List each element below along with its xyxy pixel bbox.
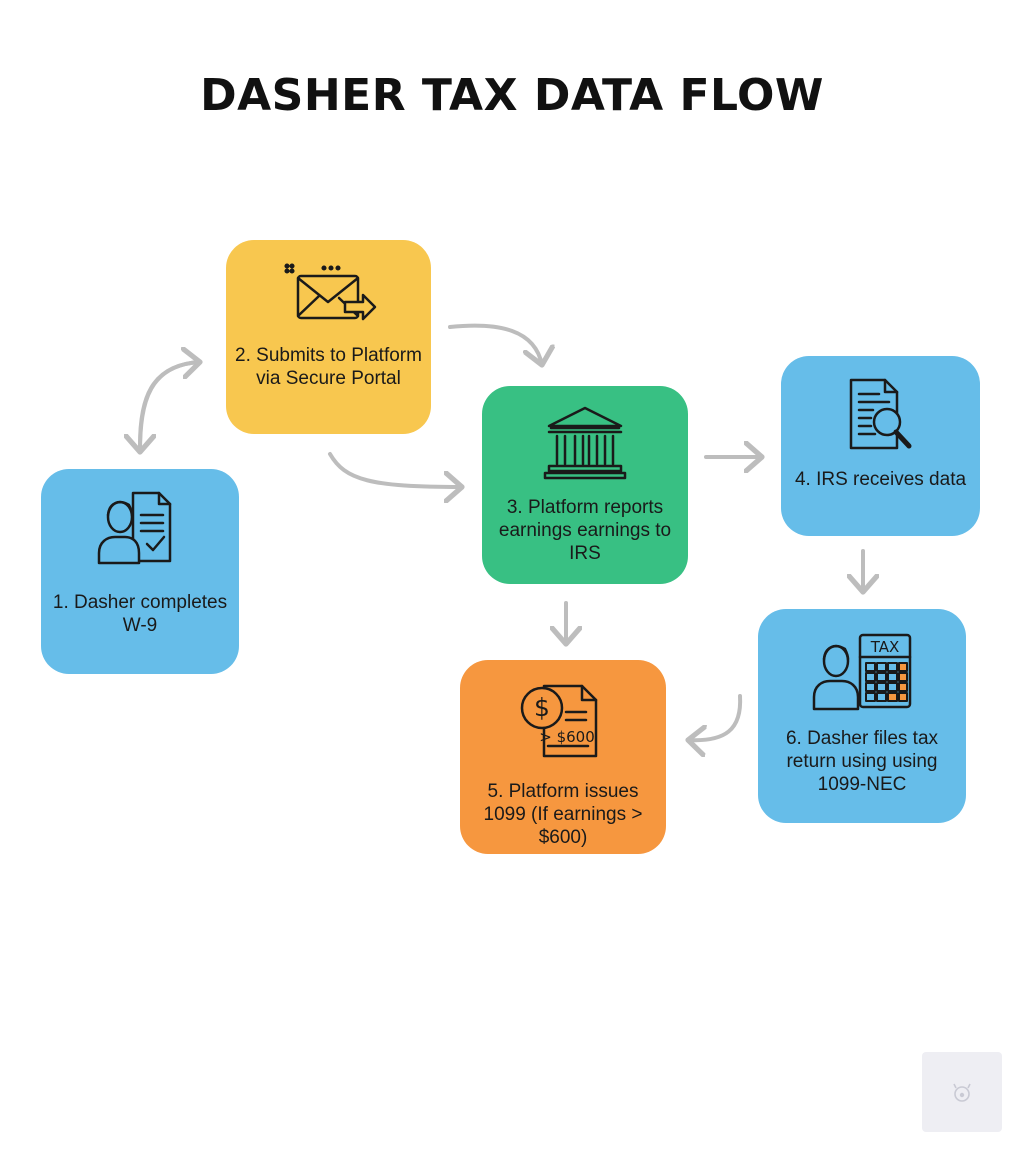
threshold-text: > $600 bbox=[539, 728, 595, 746]
watermark-logo-icon bbox=[953, 1083, 971, 1102]
step-5-platform-issues-1099: $ > $600 5. Platform issues 1099 (If ear… bbox=[460, 660, 666, 854]
diagram-title: DASHER TAX DATA FLOW bbox=[200, 70, 824, 121]
step-4-irs-receives: 4. IRS receives data bbox=[781, 356, 980, 536]
step-3-platform-reports: 3. Platform reports earnings earnings to… bbox=[482, 386, 688, 584]
bank-building-icon bbox=[543, 406, 627, 480]
arrow-2-3-top bbox=[448, 323, 542, 365]
step-1-label: 1. Dasher completes W-9 bbox=[52, 592, 228, 636]
step-5-label: 5. Platform issues 1099 (If earnings > $… bbox=[483, 781, 643, 848]
step-4-label: 4. IRS receives data bbox=[794, 469, 967, 490]
step-6-label: 6. Dasher files tax return using using 1… bbox=[785, 728, 939, 795]
arrow-2-1 bbox=[140, 360, 202, 452]
arrow-2-3-bottom bbox=[328, 452, 462, 487]
person-tax-calculator-icon: TAX bbox=[812, 633, 912, 711]
arrow-1-2 bbox=[138, 362, 200, 447]
tax-text: TAX bbox=[870, 638, 900, 656]
step-6-dasher-files-return: TAX 6. Dasher files tax return using usi… bbox=[758, 609, 966, 823]
document-magnifier-icon bbox=[849, 378, 911, 450]
envelope-send-icon bbox=[283, 263, 376, 321]
dollar-document-icon: $ > $600 bbox=[520, 684, 598, 758]
dollar-sign: $ bbox=[534, 693, 550, 722]
step-2-submits-to-platform: 2. Submits to Platform via Secure Portal bbox=[226, 240, 431, 434]
step-2-label: 2. Submits to Platform via Secure Portal bbox=[235, 345, 422, 389]
arrow-6-5 bbox=[688, 694, 743, 740]
person-document-check-icon bbox=[97, 491, 172, 565]
step-3-label: 3. Platform reports earnings earnings to… bbox=[498, 497, 672, 564]
step-1-dasher-completes-w9: 1. Dasher completes W-9 bbox=[41, 469, 239, 674]
watermark-badge bbox=[922, 1052, 1002, 1132]
